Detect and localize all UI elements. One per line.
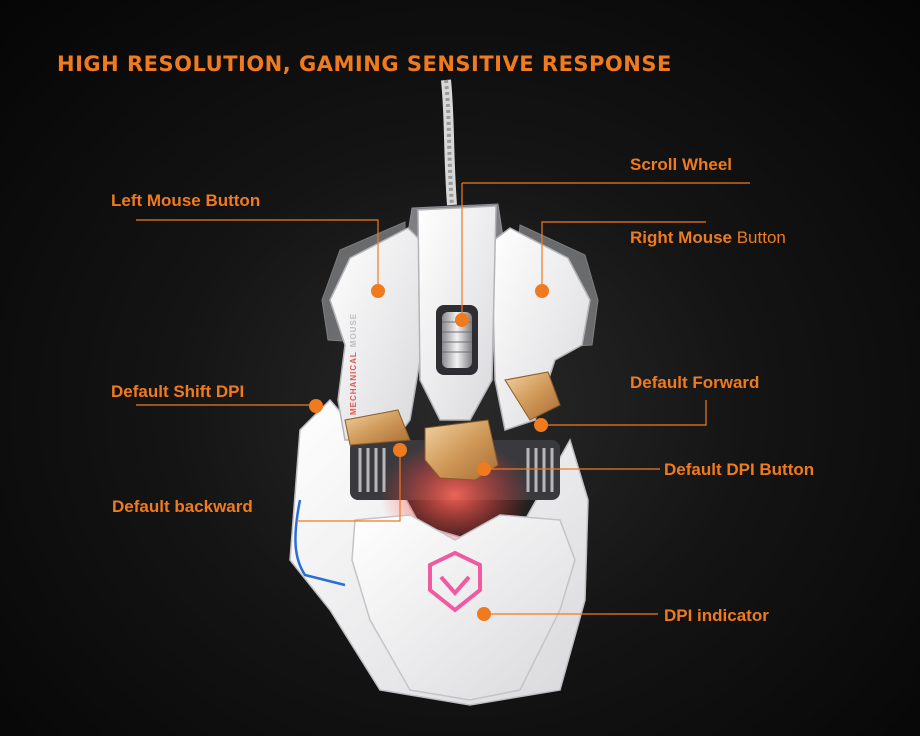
- label-dpi-indicator: DPI indicator: [664, 606, 769, 625]
- mouse-side-text: MECHANICALMOUSE: [349, 313, 358, 415]
- label-default-backward: Default backward: [112, 497, 253, 516]
- backward-button: [344, 409, 411, 446]
- label-default-dpi-button: Default DPI Button: [664, 460, 815, 479]
- label-right-mouse-button: Right Mouse Button: [630, 228, 786, 248]
- brand-logo: [428, 550, 482, 613]
- label-default-forward: Default Forward: [630, 373, 760, 392]
- page-title: HIGH RESOLUTION, GAMING SENSITIVE RESPON…: [57, 52, 672, 76]
- label-left-mouse-button: Left Mouse Button: [111, 191, 261, 210]
- label-scroll-wheel: Scroll Wheel: [630, 155, 733, 174]
- label-default-shift-dpi: Default Shift DPI: [111, 382, 245, 401]
- palm-cover: [351, 514, 576, 701]
- forward-button: [504, 371, 561, 421]
- side-accent: [294, 499, 346, 587]
- label-right-mouse-button-plain: Button: [732, 228, 786, 247]
- leader-lines: [136, 182, 750, 615]
- label-right-mouse-button-bold: Right Mouse: [630, 228, 732, 247]
- callout-dots: [309, 284, 549, 621]
- left-mouse-button-shape: [329, 227, 421, 441]
